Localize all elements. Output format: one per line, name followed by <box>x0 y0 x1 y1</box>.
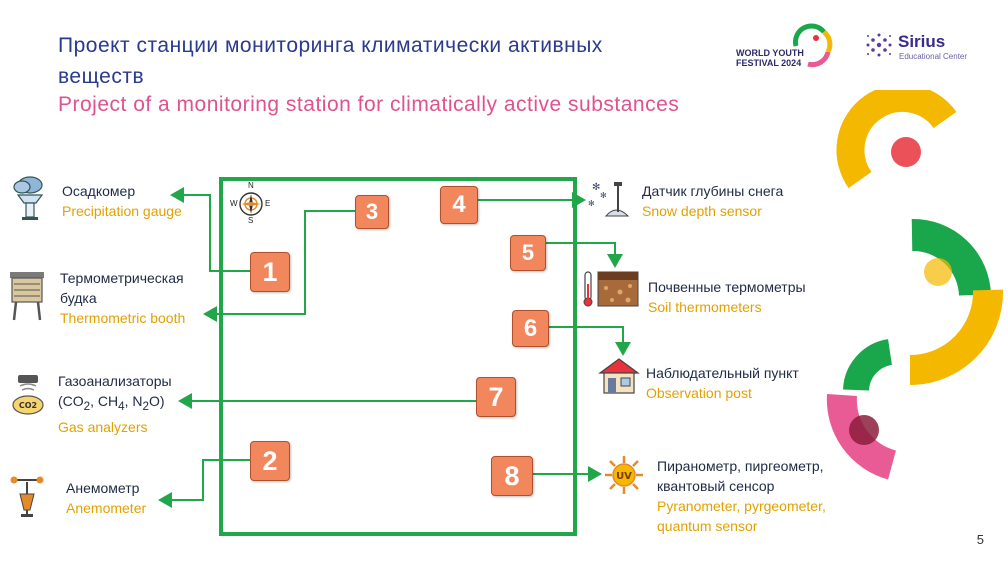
label-gas: Газоанализаторы (CO2, CH4, N2O) Gas anal… <box>58 373 172 435</box>
festival-line2: FESTIVAL 2024 <box>736 58 802 68</box>
page-number: 5 <box>976 532 984 547</box>
label-pyranometer: Пиранометр, пиргеометр, квантовый сенсор… <box>657 458 826 534</box>
precipitation-gauge-icon <box>13 176 44 220</box>
compass-n: N <box>248 181 254 190</box>
compass-s: S <box>248 216 254 225</box>
box-2: 2 <box>250 441 290 481</box>
soil-thermometer-icon <box>583 271 639 307</box>
line-2 <box>158 459 250 508</box>
uv-badge: UV <box>616 471 632 482</box>
title-ru: Проект станции мониторинга климатически … <box>58 34 603 88</box>
uv-sensor-icon: UV <box>605 456 643 494</box>
label-anemometer: Анемометр Anemometer <box>66 480 147 516</box>
thermometric-booth-icon <box>10 272 44 321</box>
sirius-sub: Educational Center <box>899 52 968 61</box>
line-5 <box>546 242 623 268</box>
box-5: 5 <box>510 235 546 271</box>
label-soil: Почвенные термометры Soil thermometers <box>648 279 806 315</box>
sirius-name: Sirius <box>898 32 946 51</box>
label-booth: Термометрическая будка Thermometric boot… <box>60 270 186 326</box>
title-en: Project of a monitoring station for clim… <box>58 93 680 116</box>
co2-badge: CO2 <box>19 401 37 410</box>
anemometer-icon <box>10 476 44 517</box>
sirius-dots-icon <box>866 33 892 57</box>
snow-depth-icon: ✻✻✻ <box>588 182 630 217</box>
compass: N S E W <box>230 181 272 225</box>
festival-emblem-icon <box>793 23 833 68</box>
line-3 <box>203 210 355 322</box>
compass-e: E <box>265 199 271 208</box>
station-frame <box>219 177 577 536</box>
box-4: 4 <box>440 186 478 224</box>
label-precipitation: Осадкомер Precipitation gauge <box>62 183 182 219</box>
observation-post-icon <box>598 358 640 394</box>
line-6 <box>547 326 631 356</box>
box-3: 3 <box>355 195 389 229</box>
festival-line1: WORLD YOUTH <box>736 48 804 58</box>
box-6: 6 <box>512 310 549 347</box>
label-snow: Датчик глубины снега Snow depth sensor <box>642 183 784 219</box>
svg-text:✻: ✻ <box>588 199 595 208</box>
gas-analyzer-icon: CO2 <box>12 375 44 415</box>
box-1: 1 <box>250 252 290 292</box>
box-7: 7 <box>476 377 516 417</box>
svg-text:✻: ✻ <box>600 191 607 200</box>
svg-text:✻: ✻ <box>592 182 600 193</box>
compass-icon <box>239 192 263 216</box>
gas-formula: (CO2, CH4, N2O) <box>58 393 165 413</box>
label-observation: Наблюдательный пункт Observation post <box>646 365 799 401</box>
box-8: 8 <box>491 456 533 496</box>
compass-w: W <box>230 199 238 208</box>
line-1 <box>170 187 250 272</box>
festival-logo: WORLD YOUTH FESTIVAL 2024 <box>736 20 836 68</box>
decorative-arcs <box>826 90 1003 480</box>
sirius-logo: Sirius Educational Center <box>864 30 994 64</box>
